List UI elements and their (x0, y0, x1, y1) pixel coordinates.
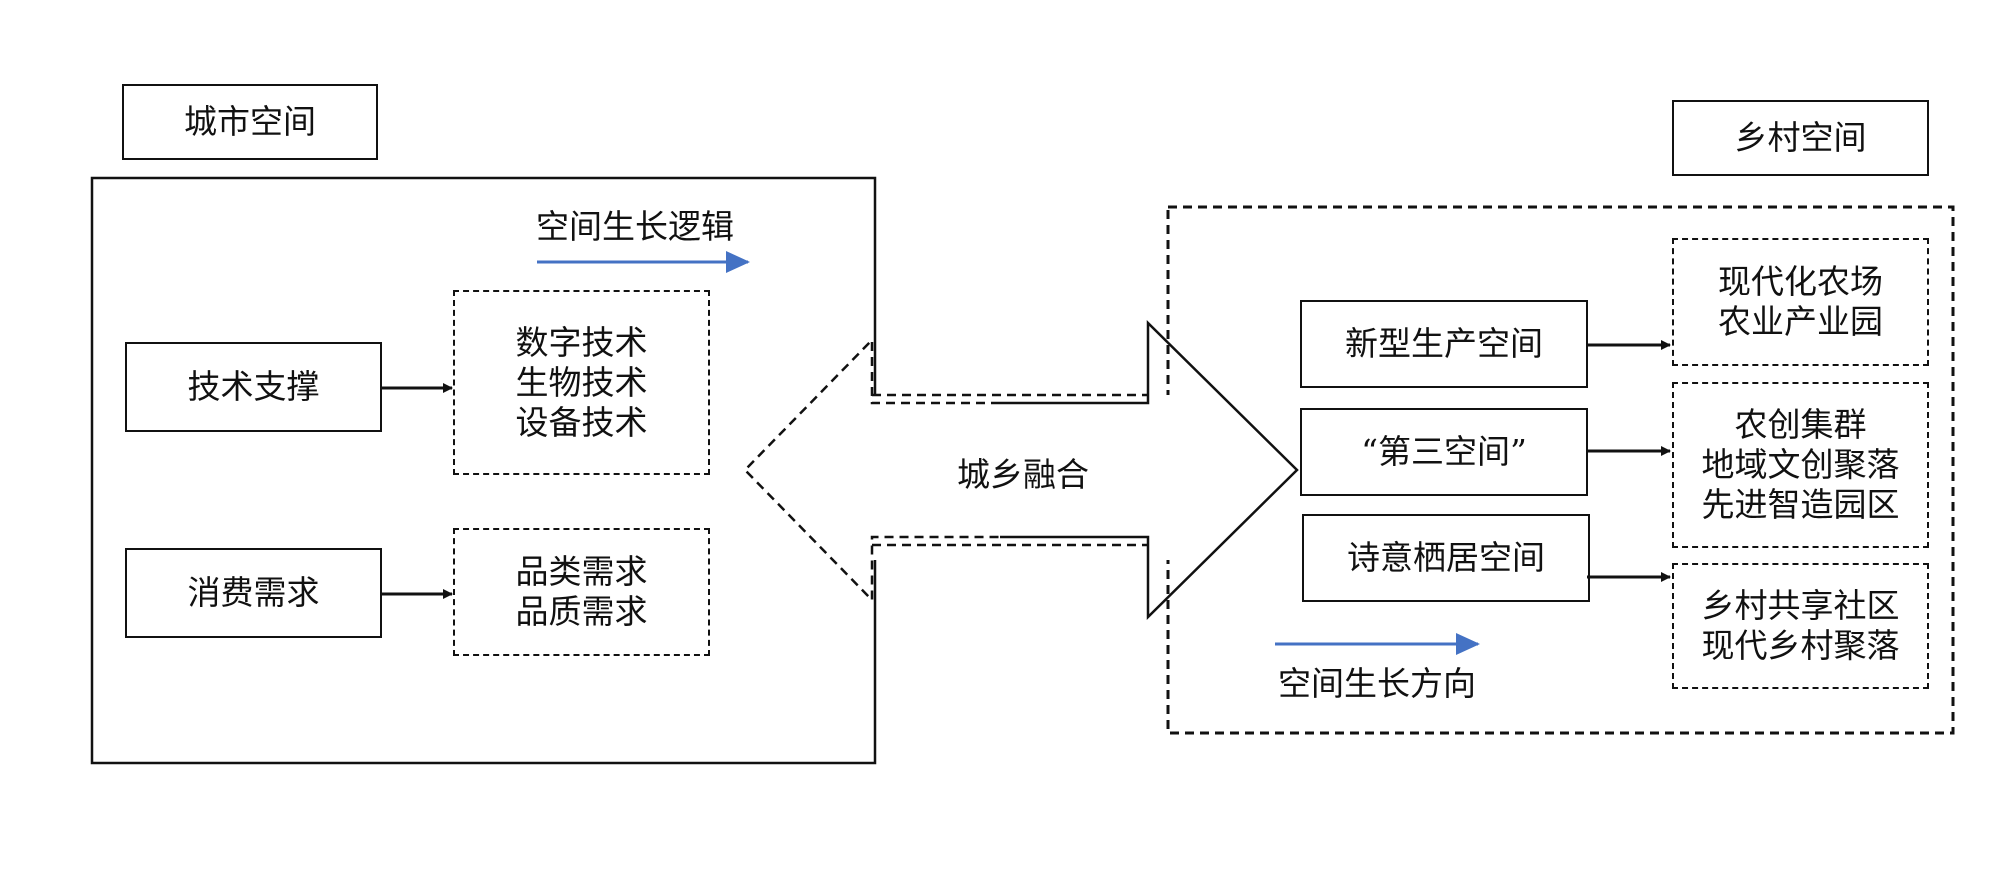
tech-support-box: 技术支撑 (125, 342, 382, 432)
tech-support-label: 技术支撑 (187, 367, 320, 406)
space-box-dwelling: 诗意栖居空间 (1302, 514, 1590, 602)
demand-items-box: 品类需求 品质需求 (453, 528, 710, 656)
demand-item: 品类需求 (515, 552, 648, 591)
consumer-demand-box: 消费需求 (125, 548, 382, 638)
space-item: 农业产业园 (1718, 302, 1883, 341)
rural-title: 乡村空间 (1734, 118, 1867, 157)
space-label: 新型生产空间 (1345, 324, 1543, 363)
space-item: 先进智造园区 (1701, 485, 1900, 524)
space-items-box-dwelling: 乡村共享社区 现代乡村聚落 (1672, 563, 1929, 689)
urban-title: 城市空间 (184, 102, 316, 141)
tech-item: 生物技术 (515, 362, 648, 402)
space-item: 现代化农场 (1718, 262, 1883, 301)
fusion-arrow-left-half (743, 336, 1000, 604)
direction-label: 空间生长方向 (1278, 664, 1476, 703)
space-box-production: 新型生产空间 (1300, 300, 1588, 388)
space-items-box-third: 农创集群 地域文创聚落 先进智造园区 (1672, 382, 1929, 548)
consumer-demand-label: 消费需求 (187, 573, 320, 612)
space-label: 诗意栖居空间 (1347, 538, 1545, 577)
tech-item: 设备技术 (515, 402, 648, 442)
fusion-arrow-right-half (1000, 320, 1299, 620)
space-item: 地域文创聚落 (1701, 445, 1900, 484)
space-item: 农创集群 (1734, 405, 1867, 444)
rural-title-box: 乡村空间 (1672, 100, 1929, 176)
space-item: 现代乡村聚落 (1701, 626, 1900, 665)
space-item: 乡村共享社区 (1701, 586, 1900, 625)
logic-label: 空间生长逻辑 (536, 207, 734, 246)
tech-item: 数字技术 (515, 322, 648, 362)
urban-title-box: 城市空间 (122, 84, 378, 160)
fusion-label: 城乡融合 (957, 455, 1089, 494)
demand-item: 品质需求 (515, 592, 648, 631)
space-items-box-production: 现代化农场 农业产业园 (1672, 238, 1929, 366)
space-box-third: “第三空间” (1300, 408, 1588, 496)
space-label: “第三空间” (1361, 432, 1527, 471)
tech-items-box: 数字技术 生物技术 设备技术 (453, 290, 710, 475)
